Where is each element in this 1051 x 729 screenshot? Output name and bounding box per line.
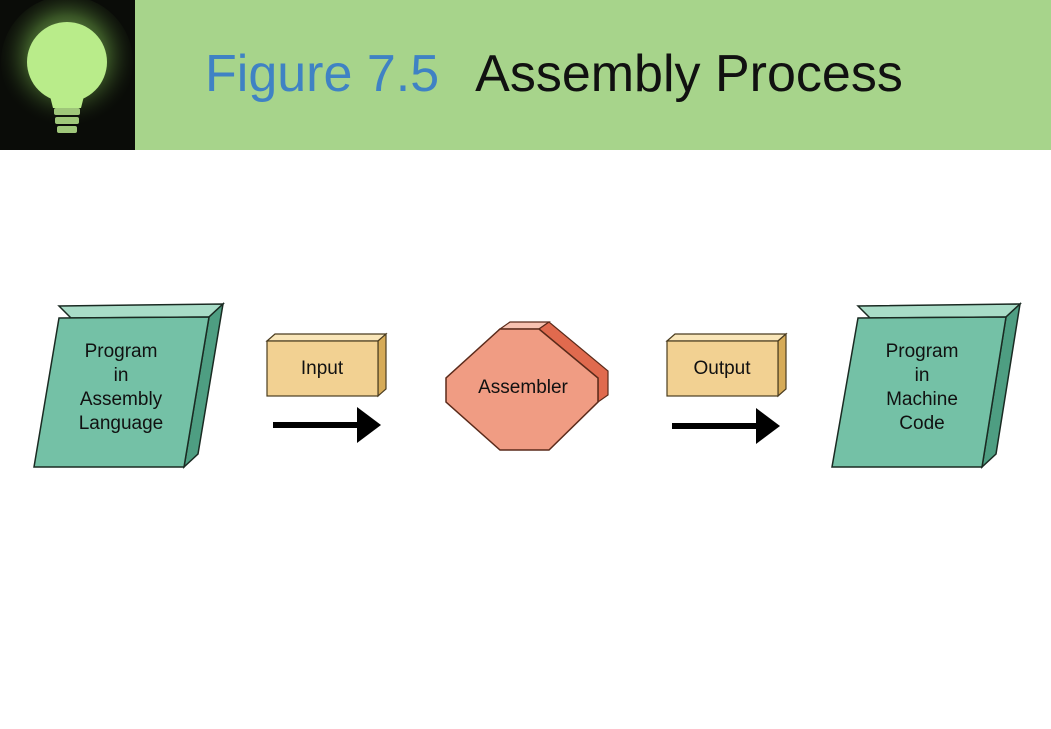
input-label-box: Input <box>265 332 388 398</box>
page-title: Figure 7.5 Assembly Process <box>205 38 903 110</box>
output-label-box: Output <box>665 332 788 398</box>
target-line-1: Program <box>886 341 959 362</box>
machine-code-block: Program in Machine Code <box>831 301 1022 470</box>
assembler-block: Assembler <box>445 321 609 451</box>
source-line-4: Language <box>79 413 164 434</box>
target-line-4: Code <box>899 413 944 434</box>
target-line-2: in <box>915 365 930 386</box>
output-label: Output <box>693 358 751 379</box>
source-line-3: Assembly <box>80 389 163 410</box>
lightbulb-icon <box>0 0 135 150</box>
lightbulb-logo <box>0 0 135 150</box>
figure-title: Assembly Process <box>475 45 903 103</box>
figure-label: Figure 7.5 <box>205 45 440 103</box>
source-program-block: Program in Assembly Language <box>33 301 225 470</box>
input-label: Input <box>301 358 344 379</box>
title-banner <box>135 0 1051 150</box>
assembler-label: Assembler <box>478 377 568 398</box>
source-line-2: in <box>114 365 129 386</box>
source-line-1: Program <box>85 341 158 362</box>
target-line-3: Machine <box>886 389 958 410</box>
